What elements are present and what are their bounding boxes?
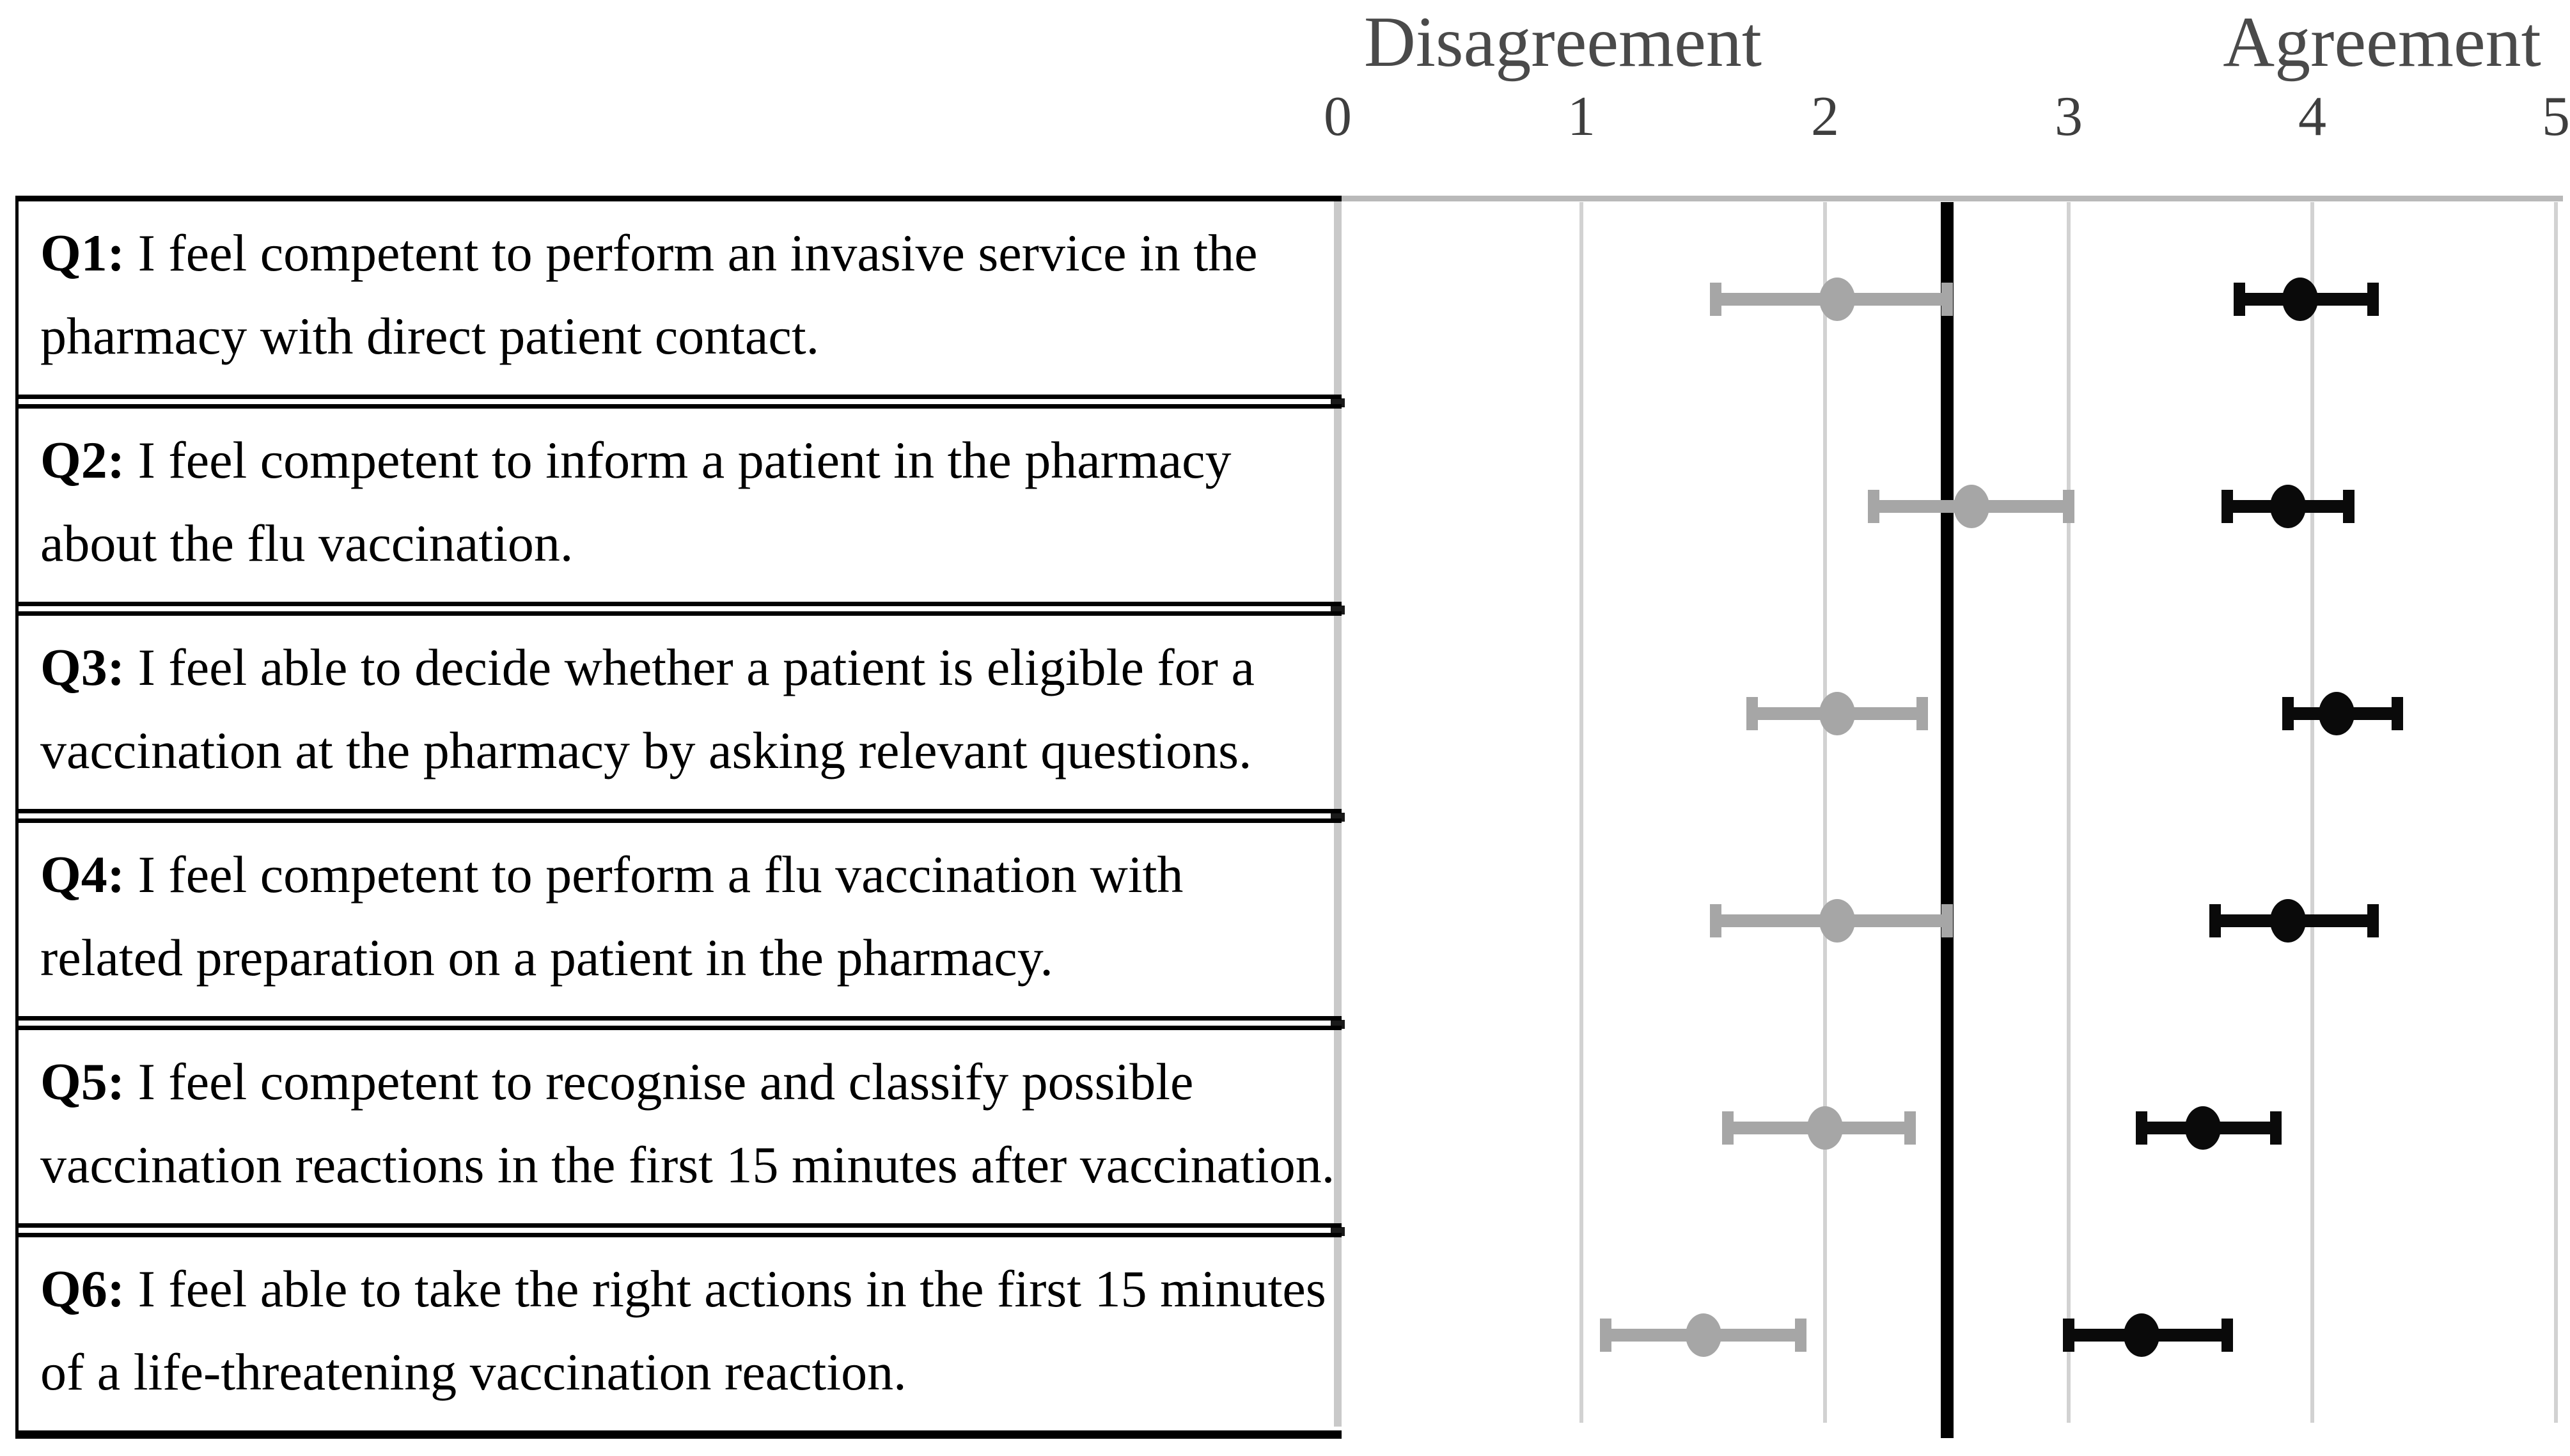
gray-mean-marker-Q1: [1819, 278, 1856, 321]
black-error-cap-low-Q3: [2282, 697, 2294, 730]
gray-error-cap-low-Q1: [1709, 283, 1721, 316]
question-table: Q1: I feel competent to perform an invas…: [15, 196, 1342, 1439]
question-prefix: Q6:: [40, 1260, 125, 1318]
gridline-5: [2554, 202, 2558, 1423]
gray-error-cap-low-Q6: [1600, 1319, 1612, 1352]
gray-error-cap-low-Q2: [1868, 490, 1880, 523]
axis-tick-label-5: 5: [2542, 86, 2570, 148]
black-error-cap-low-Q2: [2221, 490, 2233, 523]
question-prefix: Q5:: [40, 1053, 125, 1111]
question-prefix: Q1:: [40, 224, 125, 282]
black-mean-marker-Q1: [2282, 278, 2318, 321]
question-row-q6: Q6: I feel able to take the right action…: [19, 1223, 1342, 1430]
axis-tick-label-1: 1: [1567, 86, 1595, 148]
question-prefix: Q2:: [40, 431, 125, 489]
gray-mean-marker-Q2: [1953, 485, 1989, 528]
gray-error-cap-low-Q4: [1709, 904, 1721, 937]
plot-area: [1331, 196, 2563, 1439]
gray-mean-marker-Q3: [1819, 692, 1856, 735]
question-text: I feel able to decide whether a patient …: [40, 638, 1255, 779]
gray-error-cap-high-Q6: [1794, 1319, 1806, 1352]
axis-tick-label-4: 4: [2298, 86, 2326, 148]
black-mean-marker-Q4: [2269, 899, 2306, 943]
axis-tick-row: 0 1 2 3 4 5: [1324, 84, 2570, 155]
axis-tick-label-3: 3: [2055, 86, 2083, 148]
question-row-q5: Q5: I feel competent to recognise and cl…: [19, 1016, 1342, 1223]
black-error-cap-low-Q5: [2136, 1111, 2148, 1145]
black-error-cap-high-Q1: [2367, 283, 2379, 316]
gray-error-cap-high-Q5: [1904, 1111, 1916, 1145]
axis-label-agreement: Agreement: [2223, 3, 2541, 82]
black-mean-marker-Q3: [2319, 692, 2355, 735]
gray-mean-marker-Q5: [1807, 1106, 1843, 1150]
question-row-q2: Q2: I feel competent to inform a patient…: [19, 395, 1342, 602]
question-text: I feel competent to perform a flu vaccin…: [40, 845, 1184, 987]
black-error-cap-high-Q4: [2367, 904, 2379, 937]
gray-error-cap-low-Q3: [1746, 697, 1758, 730]
question-row-q4: Q4: I feel competent to perform a flu va…: [19, 809, 1342, 1016]
gridline-4: [2310, 202, 2314, 1423]
question-prefix: Q4:: [40, 845, 125, 904]
question-row-q3: Q3: I feel able to decide whether a pati…: [19, 602, 1342, 809]
black-error-cap-high-Q2: [2343, 490, 2355, 523]
black-mean-marker-Q5: [2184, 1106, 2221, 1150]
axis-tick-label-2: 2: [1811, 86, 1839, 148]
gray-error-cap-high-Q3: [1916, 697, 1929, 730]
gridline-3: [2067, 202, 2071, 1423]
gray-mean-marker-Q4: [1819, 899, 1856, 943]
black-error-cap-high-Q3: [2392, 697, 2404, 730]
question-prefix: Q3:: [40, 638, 125, 696]
black-error-cap-low-Q1: [2233, 283, 2245, 316]
gray-error-cap-high-Q2: [2063, 490, 2074, 523]
black-error-cap-high-Q5: [2269, 1111, 2282, 1145]
black-error-cap-low-Q4: [2209, 904, 2221, 937]
black-mean-marker-Q2: [2269, 485, 2306, 528]
gray-error-cap-high-Q4: [1941, 904, 1953, 937]
question-row-q1: Q1: I feel competent to perform an invas…: [19, 201, 1342, 395]
gridline-2: [1823, 202, 1827, 1423]
gridline-1: [1579, 202, 1583, 1423]
black-error-cap-high-Q6: [2221, 1319, 2233, 1352]
question-text: I feel competent to perform an invasive …: [40, 224, 1258, 365]
gray-error-cap-low-Q5: [1721, 1111, 1734, 1145]
axis-label-disagreement: Disagreement: [1364, 3, 1762, 82]
gray-error-cap-high-Q1: [1941, 283, 1953, 316]
plot-top-border: [1334, 196, 2563, 201]
axis-tick-label-0: 0: [1324, 86, 1352, 148]
question-text: I feel able to take the right actions in…: [40, 1260, 1326, 1401]
reference-line: [1940, 202, 1954, 1438]
black-error-cap-low-Q6: [2063, 1319, 2074, 1352]
black-mean-marker-Q6: [2124, 1313, 2160, 1357]
gray-mean-marker-Q6: [1685, 1313, 1721, 1357]
question-text: I feel competent to recognise and classi…: [40, 1053, 1335, 1194]
question-text: I feel competent to inform a patient in …: [40, 431, 1232, 572]
